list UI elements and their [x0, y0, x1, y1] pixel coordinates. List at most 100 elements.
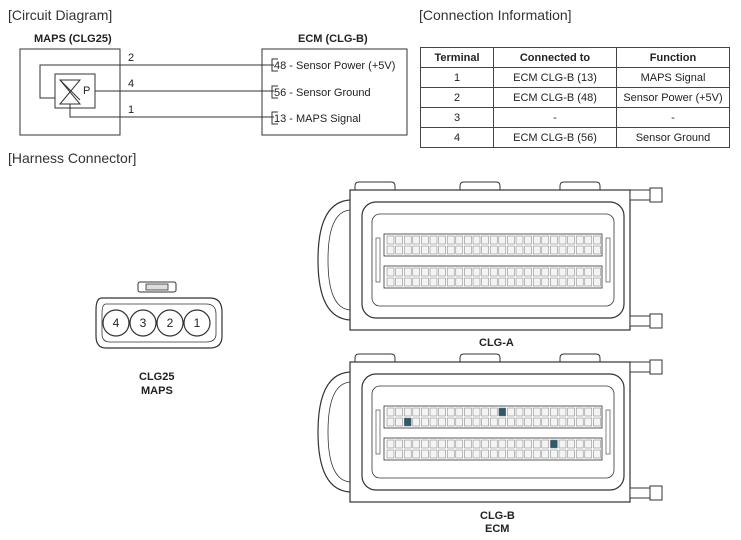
terminal-cavity	[524, 449, 532, 459]
terminal-cavity	[558, 417, 567, 427]
terminal-cavity	[464, 267, 472, 277]
terminal-cavity	[524, 439, 532, 449]
maps-housing-inner	[101, 303, 217, 343]
terminal-cavity	[541, 439, 550, 449]
terminal-cavity	[386, 245, 395, 255]
terminal-cavity	[507, 245, 515, 255]
terminal-cavity	[446, 407, 455, 417]
table-header-row: Terminal Connected to Function	[420, 47, 730, 68]
terminal-cavity	[395, 417, 403, 427]
terminal-cavity	[446, 417, 455, 427]
terminal-cavity	[541, 449, 550, 459]
terminal-cavity	[455, 439, 464, 449]
terminal-cavity	[489, 449, 498, 459]
table-row: 1 ECM CLG-B (13) MAPS Signal	[420, 67, 730, 88]
terminal-cavity	[550, 267, 558, 277]
terminal-cavity	[558, 245, 567, 255]
terminal-cavity	[593, 439, 601, 449]
connection-information-title: [Connection Information]	[419, 7, 572, 23]
terminal-cavity	[386, 235, 395, 245]
terminal-cavity	[498, 277, 507, 287]
terminal-cavity	[429, 439, 438, 449]
terminal-cavity	[558, 449, 567, 459]
connector-lever-inner	[327, 209, 351, 311]
ecm-pin-label-56: 56 - Sensor Ground	[274, 87, 371, 99]
wire-pin2	[39, 64, 120, 99]
connector-tab-end	[649, 313, 663, 329]
terminal-cavity	[558, 267, 567, 277]
terminal-cavity	[386, 439, 395, 449]
maps-pin-number: 1	[194, 316, 201, 330]
key-rib	[605, 237, 611, 283]
key-rib	[375, 237, 381, 283]
terminal-cavity	[558, 407, 567, 417]
terminal-cavity	[395, 439, 403, 449]
terminal-cavity	[593, 449, 601, 459]
terminal-cavity	[541, 235, 550, 245]
terminal-cavity	[412, 439, 421, 449]
terminal-cavity	[550, 277, 558, 287]
cell-terminal: 3	[420, 107, 494, 128]
terminal-cavity	[472, 439, 481, 449]
terminal-cavity	[412, 235, 421, 245]
terminal-cavity	[395, 245, 403, 255]
terminal-cavity	[550, 449, 558, 459]
connector-tab	[629, 315, 651, 327]
terminal-cavity	[403, 277, 412, 287]
terminal-cavity	[446, 449, 455, 459]
terminal-cavity	[438, 235, 446, 245]
terminal-cavity	[455, 267, 464, 277]
terminal-cavity	[567, 407, 575, 417]
terminal-cavity	[524, 407, 532, 417]
terminal-cavity	[532, 267, 541, 277]
maps-pin-number: 2	[167, 316, 174, 330]
terminal-cavity	[386, 417, 395, 427]
terminal-cavity	[567, 449, 575, 459]
terminal-cavity	[464, 439, 472, 449]
terminal-cavity	[532, 417, 541, 427]
terminal-cavity	[412, 267, 421, 277]
terminal-cavity	[386, 407, 395, 417]
terminal-cavity	[429, 449, 438, 459]
terminal-cavity	[489, 439, 498, 449]
connector-tab	[629, 487, 651, 499]
connector-tab	[629, 189, 651, 201]
connector-lever	[317, 371, 351, 493]
terminal-cavity	[498, 439, 507, 449]
terminal-cavity	[429, 417, 438, 427]
connector-face	[371, 213, 615, 307]
terminal-cavity	[446, 267, 455, 277]
terminal-cavity	[472, 417, 481, 427]
terminal-cavity	[421, 449, 429, 459]
terminal-cavity	[421, 417, 429, 427]
connector-tab-end	[649, 485, 663, 501]
table-row: 3 - -	[420, 107, 730, 128]
terminal-cavity	[575, 439, 584, 449]
terminal-cavity	[567, 417, 575, 427]
cell-terminal: 4	[420, 127, 494, 148]
maps-pin-cavity	[102, 309, 130, 337]
terminal-cavity	[403, 267, 412, 277]
terminal-cavity	[481, 235, 489, 245]
terminal-cavity	[593, 407, 601, 417]
clga-connector-drawing	[317, 181, 663, 331]
terminal-cavity	[575, 449, 584, 459]
terminal-cavity	[498, 449, 507, 459]
maps-component-label: MAPS (CLG25)	[34, 33, 112, 45]
terminal-cavity	[507, 449, 515, 459]
terminal-cavity	[498, 235, 507, 245]
maps-pin-label-4: 4	[128, 78, 134, 90]
terminal-cavity	[575, 407, 584, 417]
cell-terminal: 1	[420, 67, 494, 88]
maps-pin-cavity	[183, 309, 211, 337]
terminal-cavity	[412, 449, 421, 459]
connection-table: Terminal Connected to Function 1 ECM CLG…	[420, 47, 730, 148]
wire-pin1	[69, 104, 274, 118]
terminal-cavity	[532, 407, 541, 417]
terminal-cavity	[429, 245, 438, 255]
terminal-cavity	[498, 267, 507, 277]
terminal-cavity	[507, 407, 515, 417]
terminal-cavity	[438, 417, 446, 427]
sensor-letter: P	[83, 85, 90, 97]
